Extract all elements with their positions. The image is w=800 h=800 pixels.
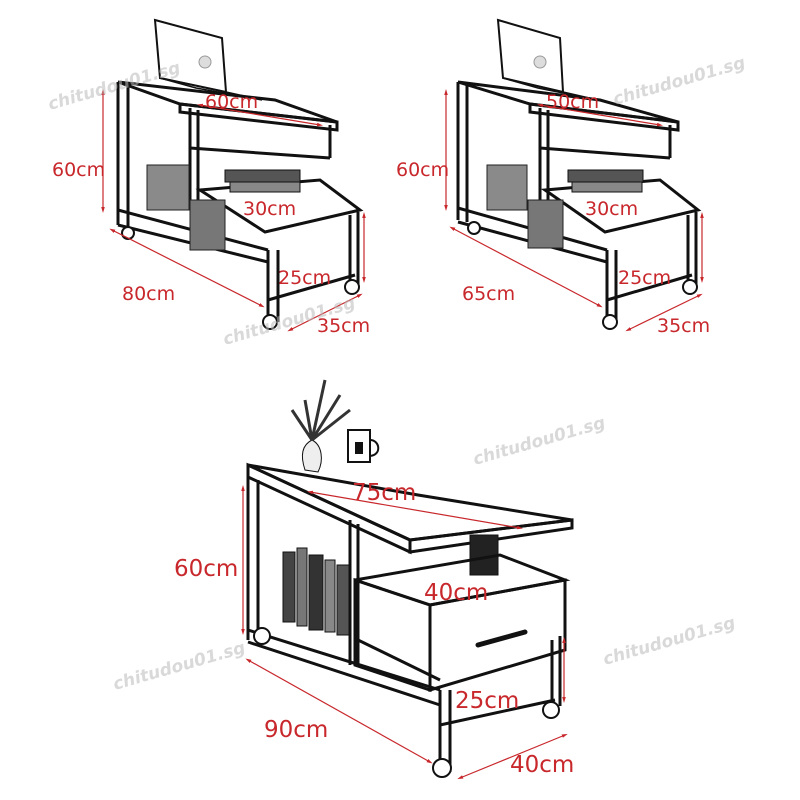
dim-shelf-gap: 25cm bbox=[278, 267, 331, 289]
table-diagram-3: 75cm 60cm 40cm 25cm 90cm 40cm bbox=[174, 379, 574, 780]
dim-height: 60cm bbox=[52, 159, 105, 181]
watermark: chitudou01.sg bbox=[601, 613, 738, 670]
dim-length: 65cm bbox=[462, 283, 515, 305]
dim-shelf-gap: 25cm bbox=[618, 267, 671, 289]
watermark: chitudou01.sg bbox=[111, 638, 248, 695]
laptop-icon bbox=[153, 18, 263, 101]
table-diagram-1: 60cm 60cm 30cm 25cm 80cm 35cm bbox=[52, 18, 370, 337]
watermark: chitudou01.sg bbox=[471, 413, 608, 470]
storage-basket bbox=[486, 164, 528, 211]
dim-depth: 40cm bbox=[510, 752, 574, 778]
table-diagram-2: 50cm 60cm 30cm 25cm 65cm 35cm bbox=[396, 18, 710, 337]
dim-length: 80cm bbox=[122, 283, 175, 305]
dim-top-length: 50cm bbox=[546, 91, 599, 113]
dim-drawer-width: 40cm bbox=[424, 580, 488, 606]
plant-icon bbox=[290, 379, 351, 473]
dim-shelf-width: 30cm bbox=[585, 198, 638, 220]
watermark-group: chitudou01.sg chitudou01.sg chitudou01.s… bbox=[46, 53, 748, 695]
dim-depth: 35cm bbox=[317, 315, 370, 337]
watermark: chitudou01.sg bbox=[611, 53, 748, 110]
dim-length: 90cm bbox=[264, 717, 328, 743]
drawer bbox=[353, 553, 571, 693]
books-icon bbox=[282, 547, 350, 636]
wheel-icon bbox=[253, 627, 560, 778]
dim-depth: 35cm bbox=[657, 315, 710, 337]
dim-top-length: 75cm bbox=[352, 480, 416, 506]
books-icon bbox=[567, 169, 644, 193]
dim-shelf-width: 30cm bbox=[243, 198, 296, 220]
books-icon bbox=[224, 169, 301, 193]
drawer-handle bbox=[475, 629, 528, 648]
dim-shelf-gap: 25cm bbox=[455, 688, 519, 714]
dim-top-length: 60cm bbox=[205, 91, 258, 113]
storage-basket bbox=[146, 164, 190, 211]
cup-icon bbox=[347, 429, 380, 463]
dim-height: 60cm bbox=[396, 159, 449, 181]
dim-height: 60cm bbox=[174, 556, 238, 582]
